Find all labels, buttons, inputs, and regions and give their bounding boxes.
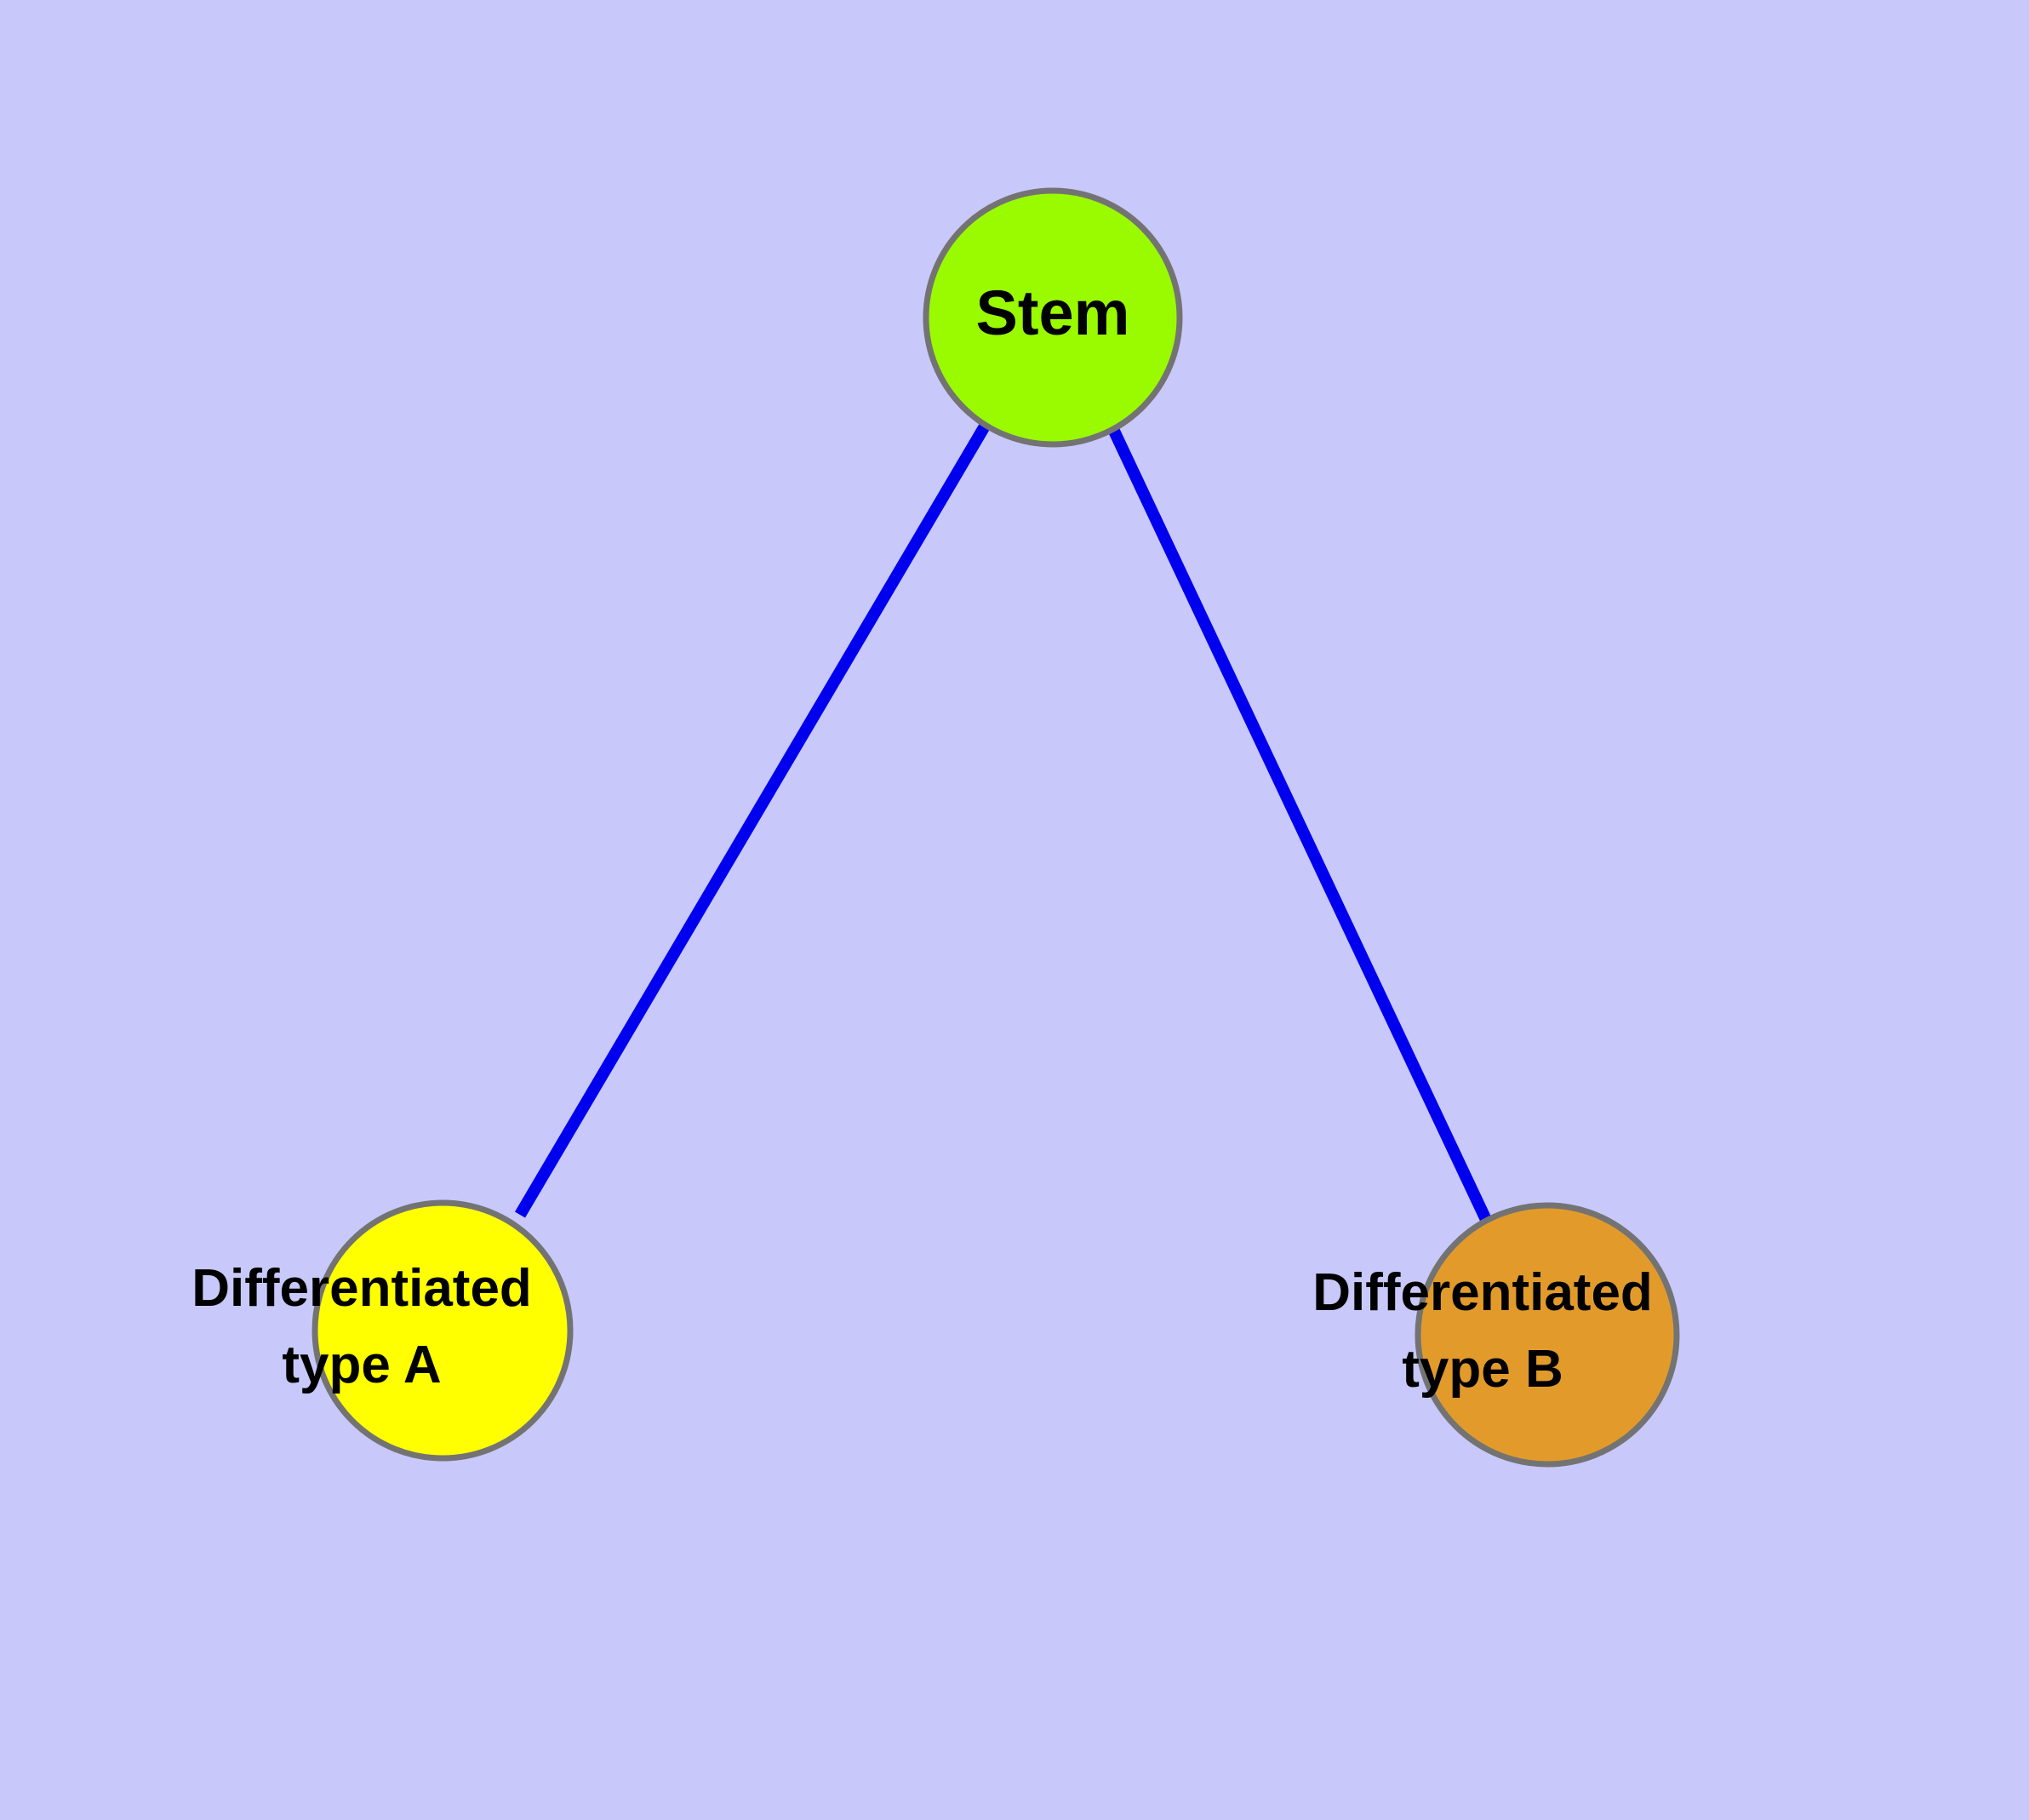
graph-node-stem[interactable] (923, 187, 1183, 448)
graph-node-label-diff_a: Differentiated type A (191, 1259, 532, 1394)
graph-node-label-diff_b: Differentiated type B (1312, 1263, 1653, 1399)
graph-node-label-stem: Stem (976, 278, 1130, 348)
graph-edge[interactable] (1106, 425, 1494, 1226)
edges-layer (514, 421, 1494, 1226)
nodes-layer (311, 187, 1680, 1468)
graph-node-label-line: type A (282, 1336, 441, 1394)
graph-node-label-line: Differentiated (1312, 1263, 1653, 1322)
graph-node-diff_a[interactable] (311, 1199, 574, 1462)
graph-node-label-line: Differentiated (191, 1259, 532, 1318)
graph-edge[interactable] (514, 421, 992, 1218)
graph-node-diff_b[interactable] (1415, 1202, 1680, 1468)
graph-node-label-line: type B (1402, 1340, 1563, 1399)
graph-node-label-line: Stem (976, 278, 1130, 348)
